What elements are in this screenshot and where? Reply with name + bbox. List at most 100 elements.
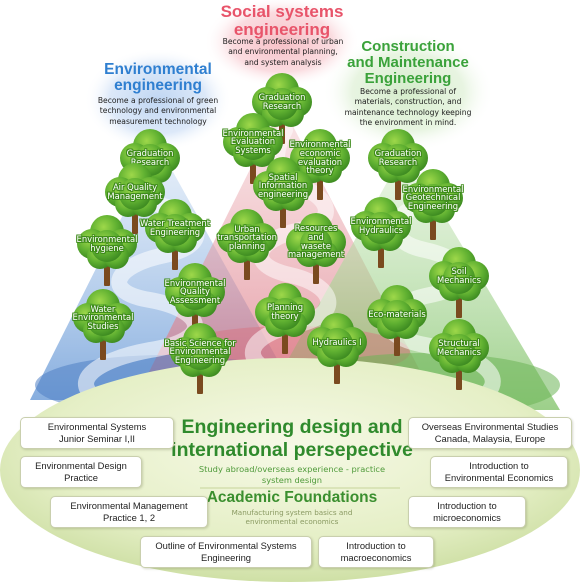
course-box-line: Overseas Environmental Studies xyxy=(421,421,559,433)
course-box-line: Practice xyxy=(64,472,98,483)
field-construction-title-line: Construction xyxy=(361,38,455,55)
field-environmental-title-line: engineering xyxy=(114,77,202,95)
tree-crown-icon xyxy=(77,215,137,269)
description-line: materials, construction, and xyxy=(354,97,462,107)
field-social-title: Social systems engineering xyxy=(196,3,368,39)
tree-trunk-icon xyxy=(132,214,138,234)
tree-trunk-icon xyxy=(395,180,401,200)
description-line: technology and environmental xyxy=(99,106,217,116)
tree-trunk-icon xyxy=(250,164,256,184)
tree-crown-icon xyxy=(351,197,411,251)
field-social-title-line: engineering xyxy=(233,19,331,39)
tree-crown-icon xyxy=(286,213,346,267)
course-box-line: Environmental Systems xyxy=(47,421,147,433)
description-line: measurement technology xyxy=(109,116,207,126)
tree-crown-icon xyxy=(368,129,428,183)
tree-crown-icon xyxy=(403,169,463,223)
tree-trunk-icon xyxy=(280,208,286,228)
course-box-line: Environmental Management xyxy=(70,500,188,512)
tree-crown-icon xyxy=(145,199,205,253)
tree-crown-icon xyxy=(217,209,277,263)
tree-crown-icon xyxy=(367,285,427,339)
tree-trunk-icon xyxy=(317,180,323,200)
academic-foundations-title: Academic Foundations xyxy=(206,489,378,506)
description-line: Become a professional of xyxy=(360,87,456,96)
course-box-line: Introduction to xyxy=(346,540,406,552)
tree-trunk-icon xyxy=(334,364,340,384)
tree-trunk-icon xyxy=(104,266,110,286)
course-box-line: Introduction to xyxy=(469,460,529,472)
field-construction-title: Construction and Maintenance Engineering xyxy=(328,39,488,86)
foundation-title-line: Engineering design and xyxy=(181,416,403,438)
tree-trunk-icon xyxy=(172,250,178,270)
field-environmental-title-line: Environmental xyxy=(104,61,212,78)
tree-trunk-icon xyxy=(244,260,250,280)
description-line: maintenance technology keeping xyxy=(344,107,472,117)
tree-trunk-icon xyxy=(282,334,288,354)
tree-crown-icon xyxy=(429,247,489,301)
tree-hydraulics-1[interactable]: Hydraulics I xyxy=(302,312,372,396)
academic-foundations-subtitle: Manufacturing system basics and environm… xyxy=(206,508,378,527)
field-social-title-line: Social systems xyxy=(220,2,344,21)
description-line: the environment in mind. xyxy=(359,117,457,127)
tree-trunk-icon xyxy=(378,248,384,268)
tree-crown-icon xyxy=(252,73,312,127)
tree-crown-icon xyxy=(290,129,350,183)
tree-crown-icon xyxy=(223,113,283,167)
description-line: and system analysis xyxy=(244,57,322,67)
foundation-title-line: international persepective xyxy=(171,439,413,462)
foundation-subtitle-line: system design xyxy=(261,474,323,485)
course-box-line: Practice 1, 2 xyxy=(102,512,156,523)
tree-crown-icon xyxy=(73,289,133,343)
field-construction-description: Become a professional of materials, cons… xyxy=(334,87,482,128)
course-box-line: Canada, Malaysia, Europe xyxy=(434,433,546,444)
tree-crown-icon xyxy=(307,313,367,367)
description-line: Become a professional of green xyxy=(97,96,219,105)
field-environmental-description: Become a professional of green technolog… xyxy=(90,96,226,127)
course-box-line: Junior Seminar I,II xyxy=(58,433,136,444)
tree-eco-materials[interactable]: Eco-materials xyxy=(362,284,432,368)
course-box-line: Outline of Environmental Systems xyxy=(155,540,297,552)
foundation-subtitle-line: Study abroad/overseas experience - pract… xyxy=(198,464,386,474)
description-line: and environmental planning, xyxy=(228,47,338,57)
tree-trunk-icon xyxy=(430,220,436,240)
tree-crown-icon xyxy=(170,323,230,377)
tree-crown-icon xyxy=(253,157,313,211)
description-line: Become a professional of urban xyxy=(222,37,344,46)
tree-trunk-icon xyxy=(313,264,319,284)
foundation-title: Engineering design and international per… xyxy=(150,416,434,463)
course-box-line: Environmental Design xyxy=(35,460,127,472)
course-box-line: Introduction to xyxy=(437,500,497,512)
tree-trunk-icon xyxy=(197,374,203,394)
tree-trunk-icon xyxy=(456,370,462,390)
field-construction-title-line: Engineering xyxy=(364,69,452,87)
tree-crown-icon xyxy=(165,263,225,317)
academic-subtitle-line: environmental economics xyxy=(245,517,339,527)
tree-trunk-icon xyxy=(100,340,106,360)
tree-trunk-icon xyxy=(456,298,462,318)
tree-crown-icon xyxy=(429,319,489,373)
academic-subtitle-line: Manufacturing system basics and xyxy=(231,508,353,517)
tree-crown-icon xyxy=(105,163,165,217)
field-environmental-title: Environmental engineering xyxy=(88,61,228,95)
tree-trunk-icon xyxy=(279,124,285,144)
course-box-line: microeconomics xyxy=(433,512,501,523)
field-construction-title-line: and Maintenance xyxy=(347,53,469,71)
course-box-line: macroeconomics xyxy=(340,552,412,563)
tree-trunk-icon xyxy=(394,336,400,356)
course-box-line: Environmental Economics xyxy=(444,472,554,483)
course-box-line: Engineering xyxy=(200,552,252,563)
